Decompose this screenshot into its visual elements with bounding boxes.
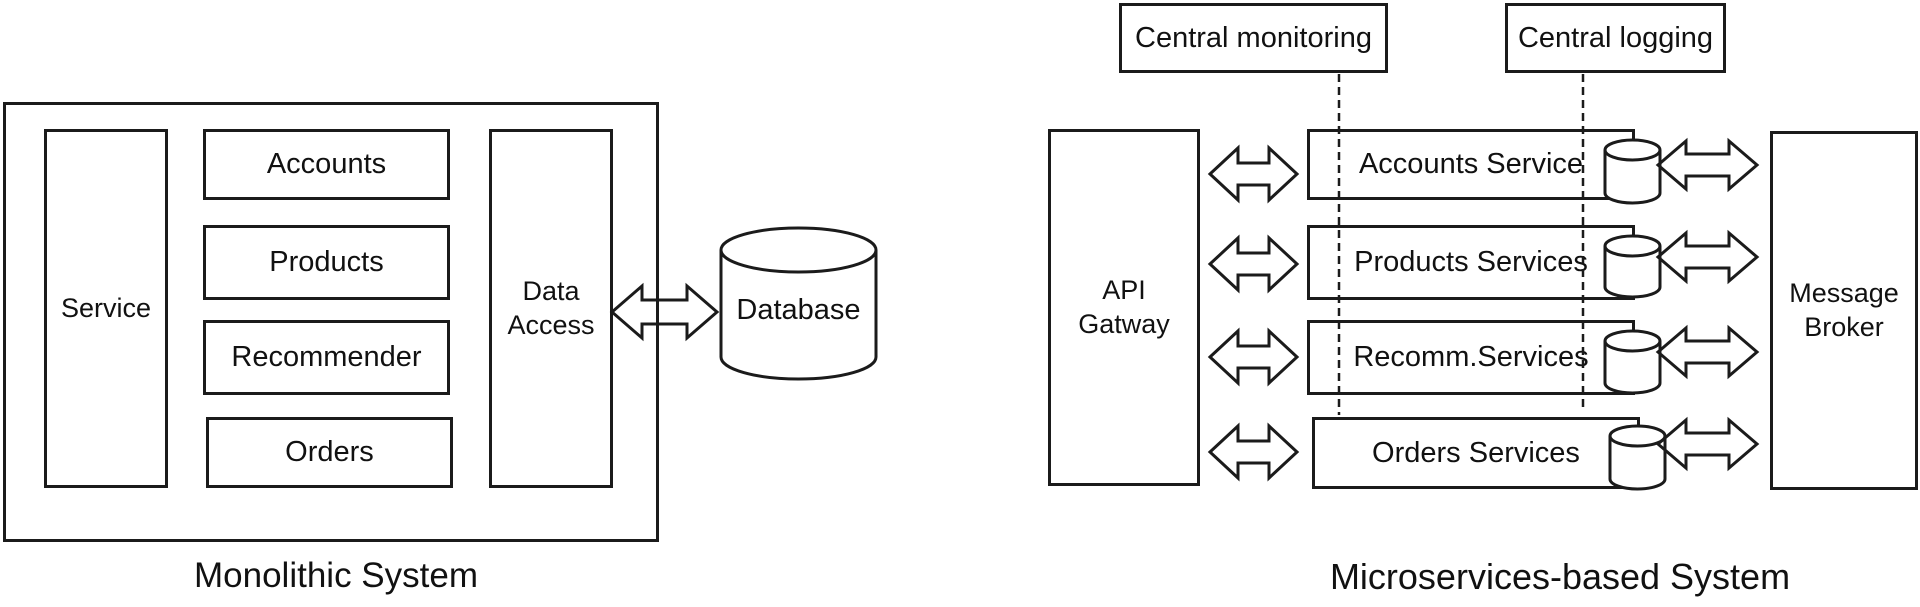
- service-box-orders: Orders Services: [1312, 417, 1640, 489]
- service-label-products: Products Services: [1354, 246, 1588, 279]
- module-label-recommender: Recommender: [231, 341, 422, 374]
- monolithic-caption: Monolithic System: [194, 556, 478, 595]
- service-label-recommender: Recomm.Services: [1353, 341, 1589, 374]
- module-label-orders: Orders: [285, 436, 374, 469]
- module-label-products: Products: [269, 246, 384, 279]
- database-label: Database: [736, 293, 861, 326]
- orders-broker-arrow-icon: [1655, 416, 1760, 472]
- module-box-products: Products: [203, 225, 450, 300]
- api-orders-arrow-icon: [1207, 422, 1300, 482]
- message-broker-label: Message Broker: [1789, 277, 1899, 342]
- module-label-accounts: Accounts: [266, 148, 387, 181]
- api-gateway-box: API Gatway: [1048, 129, 1200, 486]
- products-broker-arrow-icon: [1655, 229, 1760, 285]
- service-box-accounts: Accounts Service: [1307, 129, 1635, 200]
- service-box-products: Products Services: [1307, 225, 1635, 300]
- module-box-accounts: Accounts: [203, 129, 450, 200]
- central-logging-label: Central logging: [1517, 21, 1714, 54]
- recommender-broker-arrow-icon: [1655, 324, 1760, 380]
- data-access-label: Data Access: [507, 275, 595, 340]
- service-label: Service: [60, 292, 152, 323]
- accounts-broker-arrow-icon: [1655, 137, 1760, 193]
- service-box: Service: [44, 129, 168, 488]
- data-access-box: Data Access: [489, 129, 613, 488]
- message-broker-box: Message Broker: [1770, 131, 1918, 490]
- module-box-orders: Orders: [206, 417, 453, 488]
- central-monitoring-box: Central monitoring: [1119, 3, 1388, 73]
- service-box-recommender: Recomm.Services: [1307, 320, 1635, 395]
- service-label-orders: Orders Services: [1372, 436, 1580, 469]
- central-logging-box: Central logging: [1505, 3, 1726, 73]
- api-recommender-arrow-icon: [1207, 327, 1300, 387]
- module-box-recommender: Recommender: [203, 320, 450, 395]
- api-accounts-arrow-icon: [1207, 144, 1300, 204]
- microservices-caption: Microservices-based System: [1329, 556, 1791, 597]
- api-gateway-label: API Gatway: [1078, 274, 1170, 339]
- api-products-arrow-icon: [1207, 234, 1300, 294]
- service-label-accounts: Accounts Service: [1358, 148, 1584, 181]
- central-monitoring-label: Central monitoring: [1135, 21, 1372, 54]
